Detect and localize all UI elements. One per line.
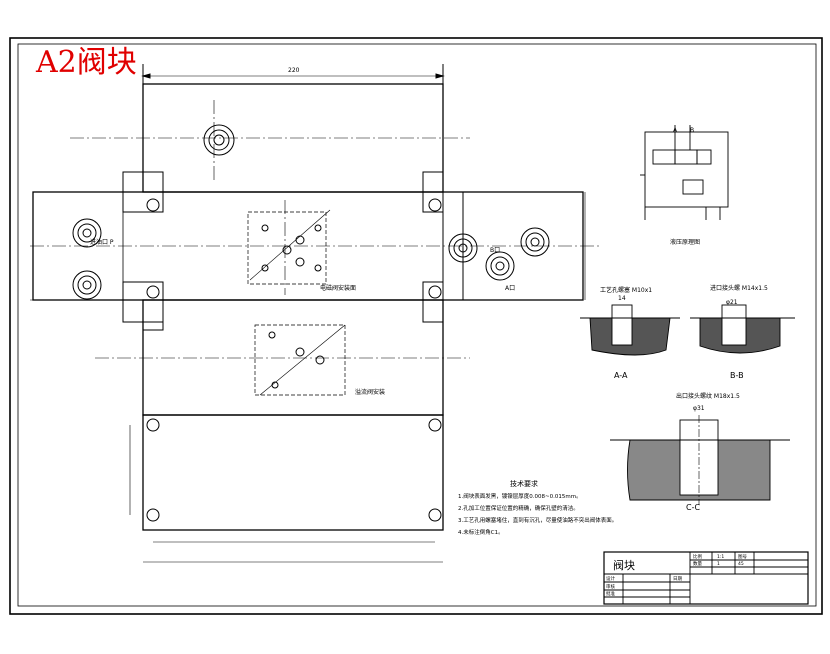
title-block xyxy=(603,551,809,605)
section-c-c-caption: C-C xyxy=(686,503,700,512)
section-a-a-dim: 14 xyxy=(618,295,626,302)
section-b-b xyxy=(690,304,795,354)
tech-note-4: 4.未标注倒角C1。 xyxy=(458,528,504,536)
title-block-designer: 设计 xyxy=(606,575,615,582)
tech-note-3: 3.工艺孔用螺塞堵住，直到有沉孔，尽量使油路不突出阀体表面。 xyxy=(458,516,617,524)
sheet-inner-frame xyxy=(17,43,817,607)
tech-note-1: 1.阀块表面发黑，镀镍层厚度0.008~0.015mm。 xyxy=(458,492,582,500)
center-valve-note: 电磁阀安装面 xyxy=(320,284,356,292)
hydraulic-schematic xyxy=(640,125,729,220)
title-block-qty-label: 数量 xyxy=(693,560,702,567)
title-block-material: 45 xyxy=(738,561,744,567)
title-block-approver: 批准 xyxy=(606,590,615,597)
port-b-label: B口 xyxy=(490,247,500,254)
port-a-label: A口 xyxy=(505,285,515,292)
section-a-a-caption: A-A xyxy=(614,371,628,380)
tech-note-2: 2.孔加工位置保证位置的精确，确保孔壁的清洁。 xyxy=(458,504,579,512)
section-c-c-title: 出口接头螺纹 M18x1.5 xyxy=(676,392,740,400)
section-b-b-title: 进口接头螺 M14x1.5 xyxy=(710,284,768,292)
section-a-a xyxy=(580,304,680,356)
schematic-port-b: B xyxy=(690,127,694,134)
sheet-outer-frame xyxy=(9,37,823,615)
title-block-checker: 审核 xyxy=(606,583,615,590)
title-block-sheet-label: 图号 xyxy=(738,554,747,560)
schematic-label: 液压原理图 xyxy=(670,238,700,246)
section-c-c-dim: φ31 xyxy=(693,405,705,412)
title-block-qty-value: 1 xyxy=(717,561,720,567)
schematic-port-a: A xyxy=(673,127,678,134)
main-view xyxy=(30,64,600,563)
section-a-a-title: 工艺孔螺塞 M10x1 xyxy=(600,286,652,294)
section-b-b-caption: B-B xyxy=(730,371,744,380)
section-b-b-dim: φ21 xyxy=(726,299,738,306)
sheet-title-stamp: A2阀块 xyxy=(35,45,137,80)
overall-width-dim: 220 xyxy=(288,67,300,74)
lower-valve-note: 溢流阀安装 xyxy=(355,388,385,396)
title-block-scale-label: 比例 xyxy=(693,553,702,560)
port-p-label: 进油口 P xyxy=(90,238,114,246)
section-c-c xyxy=(610,415,790,505)
title-block-scale-value: 1:1 xyxy=(717,554,724,560)
title-block-date: 日期 xyxy=(673,576,682,582)
title-block-part-name: 阀块 xyxy=(613,558,635,572)
tech-notes-heading: 技术要求 xyxy=(510,479,538,488)
